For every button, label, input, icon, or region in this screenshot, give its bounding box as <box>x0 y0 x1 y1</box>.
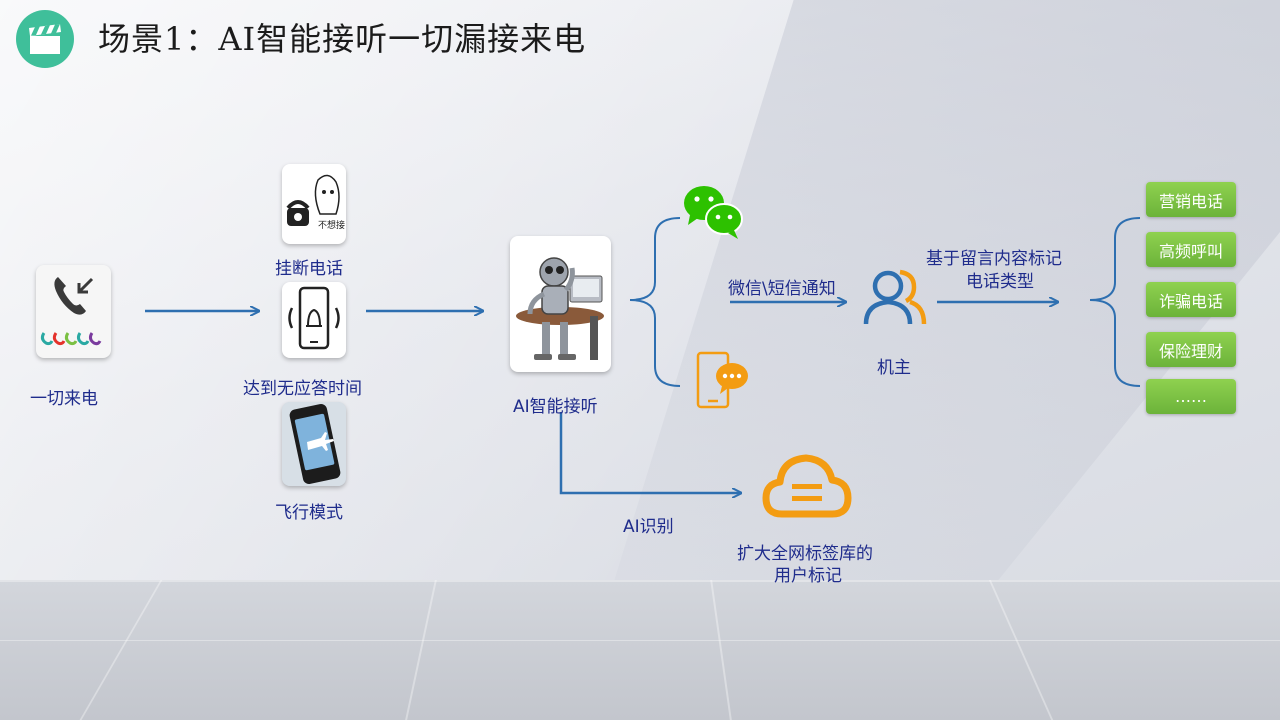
brace-notify <box>629 217 681 387</box>
clapperboard-icon <box>29 24 61 54</box>
flight-mode-card <box>282 402 346 486</box>
incoming-call-icon <box>40 277 102 346</box>
hangup-card-text: 不想接 <box>318 219 345 231</box>
cloud-database-icon <box>762 454 852 518</box>
label-hangup: 挂断电话 <box>275 259 343 279</box>
wechat-icon <box>684 186 743 239</box>
sms-phone-icon <box>696 351 748 409</box>
label-no-answer: 达到无应答时间 <box>243 379 362 399</box>
incoming-call-card <box>36 265 111 358</box>
label-mark-type-line2: 电话类型 <box>966 272 1034 292</box>
label-ai-recognize: AI识别 <box>623 517 674 537</box>
background-floor <box>0 580 1280 720</box>
label-owner: 机主 <box>877 358 911 378</box>
tag-frequent-calls: 高频呼叫 <box>1146 232 1236 267</box>
user-group-icon <box>863 269 927 325</box>
ai-answer-card <box>510 236 611 372</box>
robot-icon <box>516 257 604 360</box>
label-mark-type-line1: 基于留言内容标记 <box>926 249 1062 269</box>
ringing-phone-icon <box>288 286 340 350</box>
label-ai-answer: AI智能接听 <box>513 397 598 417</box>
tag-insurance-finance: 保险理财 <box>1146 332 1236 367</box>
label-user-tag-line2: 用户标记 <box>774 566 842 586</box>
tag-more: …… <box>1146 379 1236 414</box>
hangup-card: 不想接 <box>282 164 346 244</box>
tag-marketing: 营销电话 <box>1146 182 1236 217</box>
page-title: 场景1：AI智能接听一切漏接来电 <box>98 20 587 58</box>
label-notify: 微信\短信通知 <box>728 279 836 299</box>
label-flight-mode: 飞行模式 <box>275 503 343 523</box>
airplane-mode-phone-icon <box>282 402 346 486</box>
tag-fraud: 诈骗电话 <box>1146 282 1236 317</box>
brace-tags <box>1089 217 1141 387</box>
hangup-icon: 不想接 <box>286 174 345 231</box>
label-user-tag-line1: 扩大全网标签库的 <box>737 544 873 564</box>
no-answer-card <box>282 282 346 358</box>
arrow-ai-to-cloud <box>559 412 740 493</box>
clapperboard-badge <box>16 10 74 68</box>
label-incoming: 一切来电 <box>30 389 98 409</box>
